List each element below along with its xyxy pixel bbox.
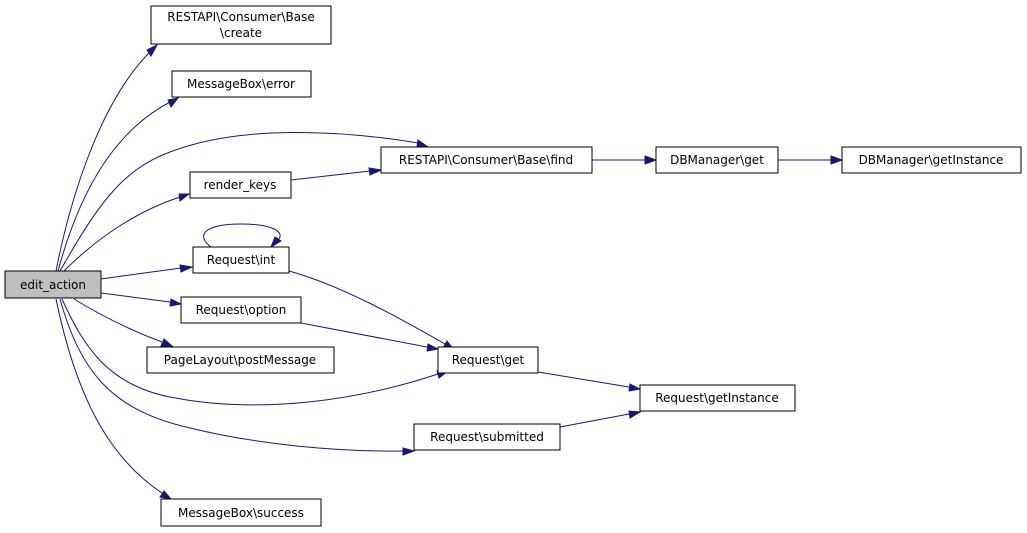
edge-arrowhead bbox=[830, 155, 844, 165]
node-box bbox=[655, 146, 779, 174]
edge-arrowhead bbox=[159, 490, 173, 500]
edge-edit-action-to-request-submitted bbox=[59, 298, 404, 452]
edge-arrowhead bbox=[368, 167, 383, 176]
node-messagebox-success[interactable]: MessageBox\success bbox=[160, 498, 322, 527]
node-label: PageLayout\postMessage bbox=[164, 353, 316, 367]
node-box bbox=[180, 296, 302, 324]
node-request-getinstance[interactable]: Request\getInstance bbox=[639, 384, 796, 412]
node-request-int[interactable]: Request\int bbox=[192, 246, 290, 274]
node-box bbox=[4, 270, 102, 299]
node-label: DBManager\get bbox=[670, 153, 764, 167]
node-label: Request\getInstance bbox=[655, 391, 779, 405]
node-box bbox=[189, 171, 292, 199]
edge-arrowhead bbox=[269, 236, 282, 249]
edge-edit-action-to-request-get bbox=[61, 298, 439, 406]
edge-arrowhead bbox=[402, 447, 416, 456]
node-label: DBManager\getInstance bbox=[859, 153, 1004, 167]
node-box bbox=[146, 346, 335, 374]
node-label: Request\int bbox=[207, 253, 276, 267]
node-box bbox=[380, 146, 593, 174]
node-request-submitted[interactable]: Request\submitted bbox=[413, 423, 561, 451]
edge-arrowhead bbox=[179, 264, 194, 273]
node-box bbox=[437, 346, 539, 374]
node-box bbox=[150, 5, 332, 45]
edge-arrowhead bbox=[146, 43, 159, 57]
nodes: edit_action RESTAPI\Consumer\Base \creat… bbox=[4, 5, 1022, 527]
edge-edit-action-to-restapi-create bbox=[55, 49, 153, 272]
edge-edit-action-to-messagebox-success bbox=[55, 298, 163, 494]
node-label: MessageBox\success bbox=[178, 506, 304, 520]
node-messagebox-error[interactable]: MessageBox\error bbox=[171, 70, 312, 98]
edge-edit-action-to-request-option bbox=[100, 292, 171, 303]
edge-arrowhead bbox=[644, 155, 658, 165]
edge-arrowhead bbox=[167, 97, 180, 108]
edge-arrowhead bbox=[628, 410, 642, 419]
node-pagelayout-postmessage[interactable]: PageLayout\postMessage bbox=[146, 346, 335, 374]
node-box bbox=[639, 384, 796, 412]
node-render-keys[interactable]: render_keys bbox=[189, 171, 292, 199]
node-label: render_keys bbox=[204, 178, 277, 192]
edge-arrowhead bbox=[178, 193, 191, 202]
edge-render-keys-to-restapi-find bbox=[290, 170, 371, 181]
edge-request-int-to-request-get bbox=[288, 270, 446, 345]
node-label: MessageBox\error bbox=[187, 77, 295, 91]
edge-edit-action-to-restapi-find bbox=[59, 132, 419, 272]
edge-arrowhead bbox=[426, 343, 440, 352]
edge-edit-action-to-pagelayout-postmessage bbox=[73, 298, 163, 343]
node-restapi-find[interactable]: RESTAPI\Consumer\Base\find bbox=[380, 146, 593, 174]
node-label: Request\get bbox=[452, 353, 525, 367]
node-box bbox=[413, 423, 561, 451]
edge-arrowhead bbox=[628, 383, 642, 392]
node-label: RESTAPI\Consumer\Base\find bbox=[399, 153, 573, 167]
edge-arrowhead bbox=[160, 338, 174, 347]
edge-request-submitted-to-request-getinstance bbox=[559, 413, 630, 428]
edge-edit-action-to-messagebox-error bbox=[57, 100, 173, 272]
node-label-line-1: RESTAPI\Consumer\Base bbox=[167, 10, 314, 24]
node-request-option[interactable]: Request\option bbox=[180, 296, 302, 324]
node-request-get[interactable]: Request\get bbox=[437, 346, 539, 374]
edge-arrowhead bbox=[169, 298, 183, 307]
node-label: Request\option bbox=[196, 303, 287, 317]
edge-request-get-to-request-getinstance bbox=[537, 371, 630, 388]
node-dbmanager-getinstance[interactable]: DBManager\getInstance bbox=[841, 146, 1022, 174]
edge-arrowhead bbox=[416, 139, 430, 148]
node-box bbox=[160, 498, 322, 527]
edge-edit-action-to-render-keys bbox=[63, 196, 181, 272]
edge-request-int-self-loop bbox=[203, 223, 281, 248]
node-box bbox=[192, 246, 290, 274]
node-edit-action[interactable]: edit_action bbox=[4, 270, 102, 299]
node-label: edit_action bbox=[20, 278, 86, 292]
node-label-line-2: \create bbox=[220, 26, 262, 40]
node-label: Request\submitted bbox=[430, 430, 544, 444]
node-restapi-create[interactable]: RESTAPI\Consumer\Base \create bbox=[150, 5, 332, 45]
edges bbox=[55, 43, 844, 500]
node-dbmanager-get[interactable]: DBManager\get bbox=[655, 146, 779, 174]
edge-edit-action-to-request-int bbox=[100, 267, 182, 280]
node-box bbox=[171, 70, 312, 98]
node-box bbox=[841, 146, 1022, 174]
edge-request-option-to-request-get bbox=[300, 322, 428, 348]
